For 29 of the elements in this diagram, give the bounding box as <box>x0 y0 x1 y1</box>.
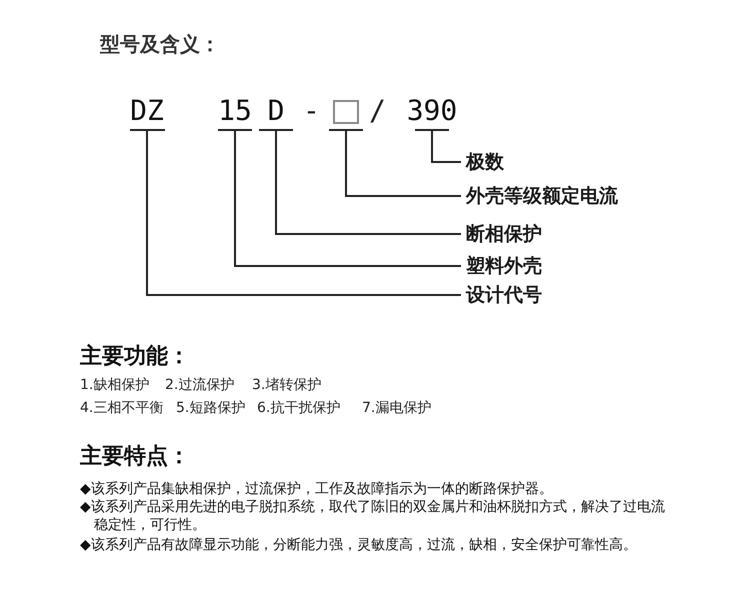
function-item: 1.缺相保护 <box>80 376 150 394</box>
code-meaning-text: 设计代号 <box>461 283 542 307</box>
code-meaning-text: 塑料外壳 <box>461 254 542 278</box>
section-heading: 型号及含义： <box>100 31 220 57</box>
code-meaning-text: 断相保护 <box>461 222 542 246</box>
feature-bullet: ◆该系列产品采用先进的电子脱扣系统，取代了陈旧的双金属片和油杯脱扣方式，解决了过电流稳定性，可行性。 <box>80 498 666 534</box>
section-heading: 主要功能： <box>80 343 190 371</box>
function-item: 6.抗干扰保护 <box>257 399 340 417</box>
leader-line <box>345 131 461 197</box>
leader-line <box>234 131 461 267</box>
feature-bullet: ◆该系列产品集缺相保护，过流保护，工作及故障指示为一体的断路保护器。 <box>80 480 554 498</box>
model-code-segment: D <box>256 95 296 131</box>
feature-bullet: ◆该系列产品有故障显示功能，分断能力强，灵敏度高，过流，缺相，安全保护可靠性高。 <box>80 536 638 554</box>
model-code-dash: - <box>303 95 320 127</box>
function-item: 2.过流保护 <box>165 376 234 394</box>
code-meaning-text: 外壳等级额定电流 <box>461 184 618 208</box>
model-code-slash: / <box>369 95 386 127</box>
section-heading: 主要特点： <box>80 443 190 471</box>
leader-line <box>146 131 461 296</box>
function-item: 7.漏电保护 <box>362 399 432 417</box>
leader-line <box>275 131 461 235</box>
model-code-segment: 15 <box>215 95 255 131</box>
function-item: 5.短路保护 <box>176 399 246 417</box>
function-item: 4.三相不平衡 <box>80 399 164 417</box>
code-meaning-text: 极数 <box>461 150 504 174</box>
function-item: 3.堵转保护 <box>252 376 322 394</box>
leader-line <box>431 131 461 163</box>
model-code-segment: DZ <box>127 95 167 131</box>
model-code-segment: 390 <box>405 95 459 131</box>
